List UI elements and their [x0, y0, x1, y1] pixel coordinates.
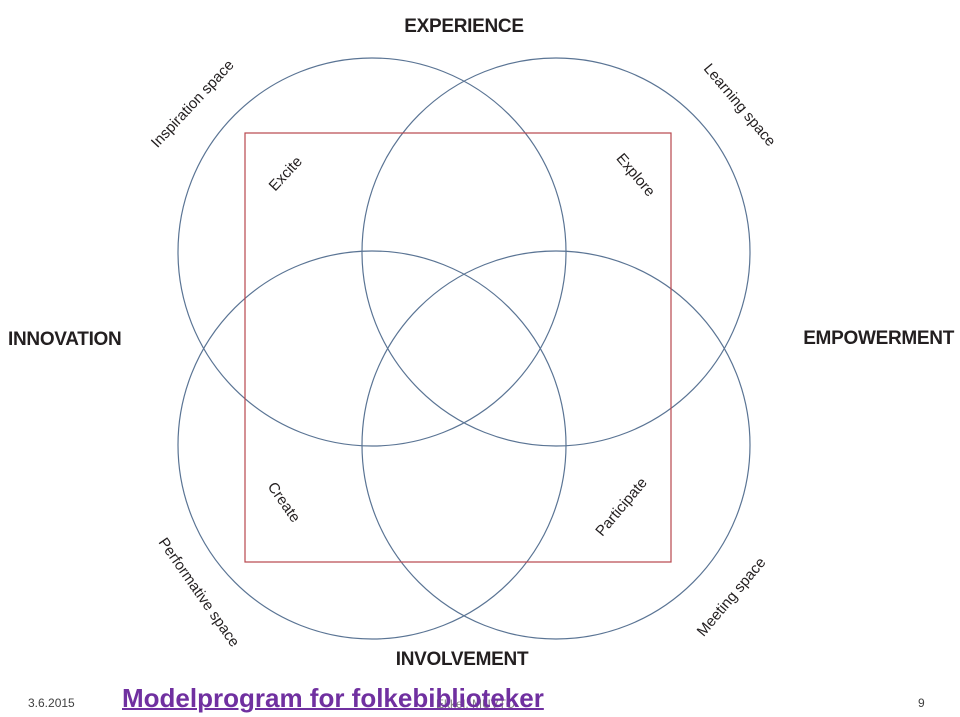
- quadrant-label-explore: Explore: [613, 150, 659, 200]
- space-label-meeting: Meeting space: [694, 554, 770, 640]
- center-square: [244, 132, 672, 563]
- space-label-inspiration: Inspiration space: [148, 57, 238, 152]
- axis-label-involvement: INVOLVEMENT: [396, 649, 529, 670]
- footer-center-text: Ekkel. MUVTO: [436, 697, 516, 711]
- axis-label-experience: EXPERIENCE: [404, 16, 523, 37]
- quadrant-label-participate: Participate: [592, 474, 651, 539]
- meeting-space-circle: [361, 250, 751, 640]
- quadrant-label-excite: Excite: [266, 153, 306, 194]
- inspiration-space-circle: [177, 57, 567, 447]
- axis-label-innovation: INNOVATION: [8, 329, 121, 350]
- quadrant-label-create: Create: [264, 479, 304, 526]
- footer-page-number: 9: [918, 696, 925, 710]
- performative-space-circle: [177, 250, 567, 640]
- space-label-performative: Performative space: [155, 535, 243, 651]
- footer-date: 3.6.2015: [28, 696, 75, 710]
- axis-label-empowerment: EMPOWERMENT: [803, 328, 955, 349]
- learning-space-circle: [361, 57, 751, 447]
- modelprogram-link[interactable]: Modelprogram for folkebiblioteker: [122, 683, 544, 713]
